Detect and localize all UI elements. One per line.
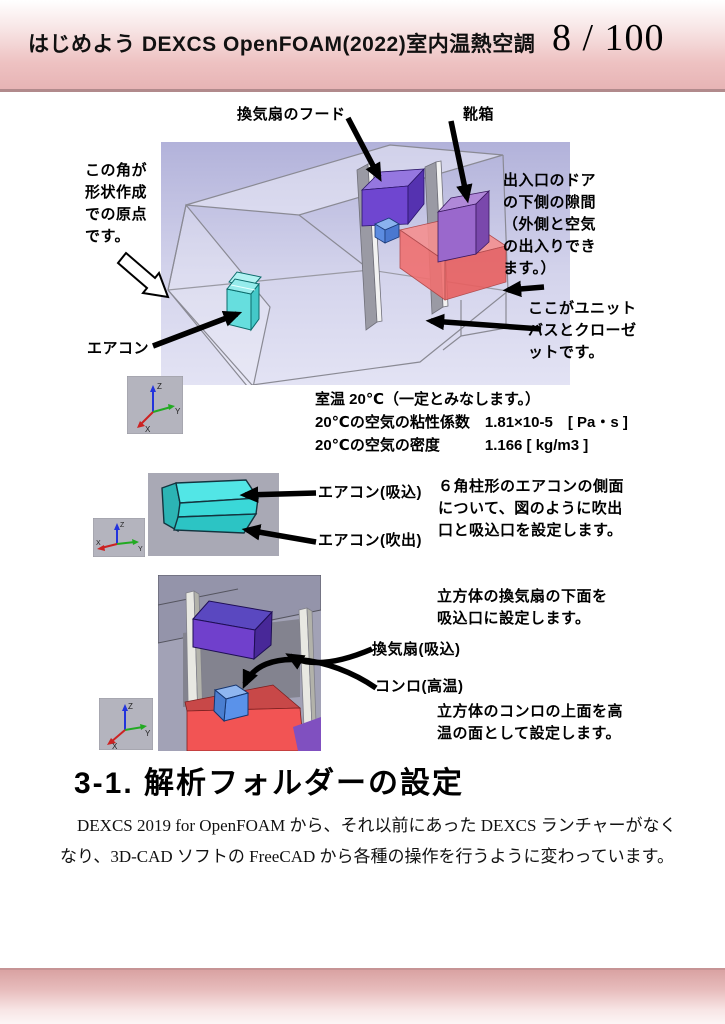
axis-widget-main: Z Y X [127,376,183,434]
unit-bath-note: ここがユニット バスとクローゼ ットです。 [528,300,637,361]
footer-band [0,968,725,1024]
axis-triad-icon [107,704,147,745]
aircon-prism [161,479,260,534]
page-number: 8 / 100 [552,17,665,59]
aircon-label: エアコン [87,340,150,357]
kitchen-closeup-figure [158,575,321,751]
fan-box [192,600,274,661]
hex-aircon-note: ６角柱形のエアコンの側面 について、図のように吹出 口と吸込口を設定します。 [438,478,625,539]
axis-z-label: Z [120,522,125,529]
axis-widget-background [93,518,145,557]
axis-x-label: X [145,425,151,434]
origin-note: この角が 形状作成 での原点 です。 [85,162,148,245]
fan-bottom-note: 立方体の換気扇の下面を 吸込口に設定します。 [437,588,608,627]
aircon-box [226,271,262,332]
axis-y-label: Y [175,407,181,416]
ac-outlet-label: エアコン(吹出) [318,532,422,549]
section-body: DEXCS 2019 for OpenFOAM から、それ以前にあった DEXC… [60,816,677,866]
axis-x-label: X [112,742,118,750]
conditions-text: 室温 20℃（一定とみなします。） 20℃の空気の粘性係数 1.81×10-5 … [315,391,628,454]
axis-z-label: Z [157,382,162,391]
stove-cube [213,684,250,723]
axis-widget-kitchen: Z Y X [99,698,153,750]
shoe-box-box [436,190,491,263]
stove-label: コンロ(高温) [375,678,464,695]
section-heading: 3-1. 解析フォルダーの設定 [74,767,465,800]
axis-y-label: Y [138,546,143,553]
axis-z-label: Z [128,702,133,711]
door-gap-note: 出入口のドア の下側の隙間 （外側と空気 の出入りでき ます。） [503,172,597,277]
fan-hood-box [360,167,425,227]
header-band: はじめよう DEXCS OpenFOAM(2022)室内温熱空調 8 / 100 [0,0,725,92]
aircon-closeup-figure [148,473,279,556]
shoebox-sliver [293,717,321,751]
stove-top-note: 立方体のコンロの上面を高 温の面として設定します。 [437,703,624,742]
axis-widget-background [127,376,183,434]
axis-triad-icon [137,385,175,428]
axis-y-label: Y [145,729,151,738]
ac-intake-label: エアコン(吸込) [318,484,422,501]
axis-triad-icon [97,523,139,551]
shoe-box-label: 靴箱 [463,106,495,123]
axis-x-label: X [96,540,101,547]
slide-title: はじめよう DEXCS OpenFOAM(2022)室内温熱空調 [28,33,536,56]
fan-hood-label: 換気扇のフード [237,106,346,123]
axis-widget-aircon: Z Y X [93,518,145,557]
fan-intake-label: 換気扇(吸込) [372,641,461,658]
stove-cube [374,217,400,244]
